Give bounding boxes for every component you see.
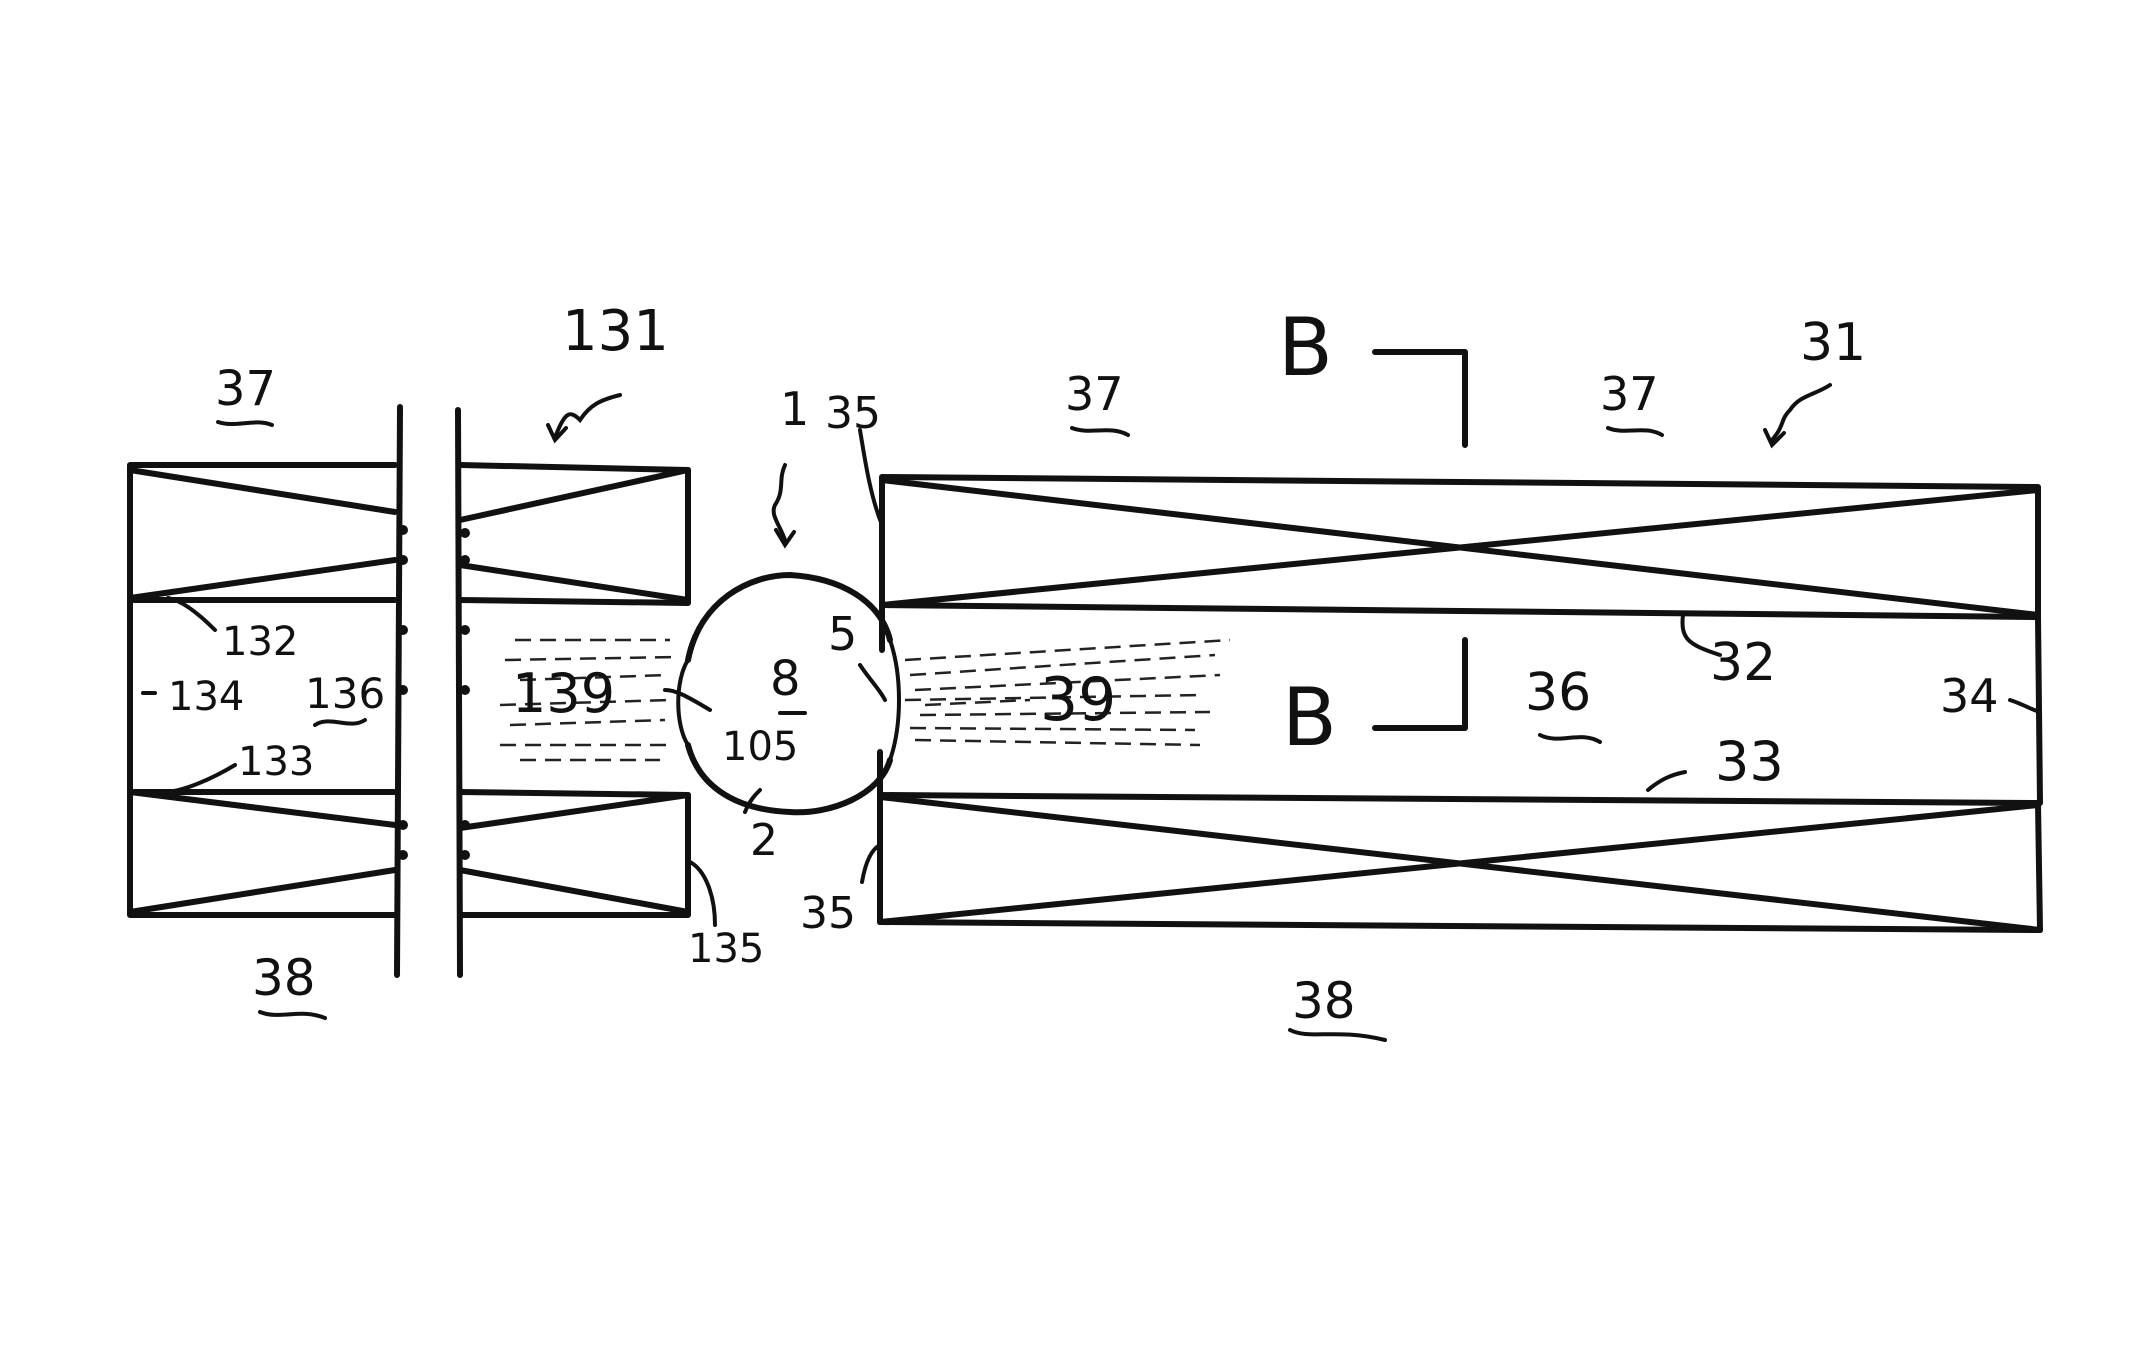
label-131: 131 <box>562 299 669 364</box>
label-5: 5 <box>828 607 857 661</box>
section-marker-bottom <box>1375 640 1465 728</box>
label-37-left: 37 <box>215 361 276 417</box>
label-105: 105 <box>722 724 798 770</box>
leader-105 <box>665 690 710 710</box>
label-1: 1 <box>780 382 809 436</box>
right-bore-walls <box>880 605 882 795</box>
left-upper-winding-cross <box>130 470 688 600</box>
label-8: 8 <box>770 651 801 707</box>
leader-34 <box>2010 700 2040 712</box>
label-32: 32 <box>1710 633 1776 693</box>
sphere-right-nozzle <box>890 640 899 760</box>
left-lower-winding-cross <box>130 792 688 912</box>
label-B-bottom: B <box>1282 671 1337 764</box>
label-37-mid: 37 <box>1065 367 1124 421</box>
label-133: 133 <box>238 739 314 785</box>
break-line-right <box>458 410 460 975</box>
sphere-left-nozzle <box>678 660 688 745</box>
right-upper-winding-cross <box>882 480 2038 615</box>
label-135: 135 <box>688 926 764 972</box>
leader-31 <box>1772 385 1830 440</box>
label-139: 139 <box>512 662 615 725</box>
label-B-top: B <box>1278 301 1333 394</box>
label-35-bottom: 35 <box>800 888 856 939</box>
label-31: 31 <box>1800 313 1866 373</box>
label-132: 132 <box>222 619 298 665</box>
reference-labels: 131 31 1 35 35 37 37 37 38 38 B B 132 13… <box>168 299 1999 1030</box>
label-38-left: 38 <box>252 949 316 1007</box>
leader-33 <box>1648 772 1685 790</box>
label-37-right: 37 <box>1600 367 1659 421</box>
right-lower-winding-cross <box>880 797 2040 930</box>
label-134: 134 <box>168 674 244 720</box>
label-34: 34 <box>1940 669 1999 723</box>
label-2: 2 <box>750 815 778 866</box>
leader-135 <box>690 862 715 925</box>
section-marker-top <box>1375 352 1465 445</box>
label-33: 33 <box>1715 730 1784 793</box>
label-36: 36 <box>1525 663 1591 723</box>
leader-133 <box>168 765 235 792</box>
label-35-top: 35 <box>825 388 881 439</box>
label-39: 39 <box>1040 665 1116 735</box>
label-38-right: 38 <box>1292 972 1356 1030</box>
label-136: 136 <box>305 669 385 718</box>
right-assembly <box>880 352 2040 930</box>
leader-35-top <box>860 430 882 525</box>
leader-5 <box>860 665 885 700</box>
